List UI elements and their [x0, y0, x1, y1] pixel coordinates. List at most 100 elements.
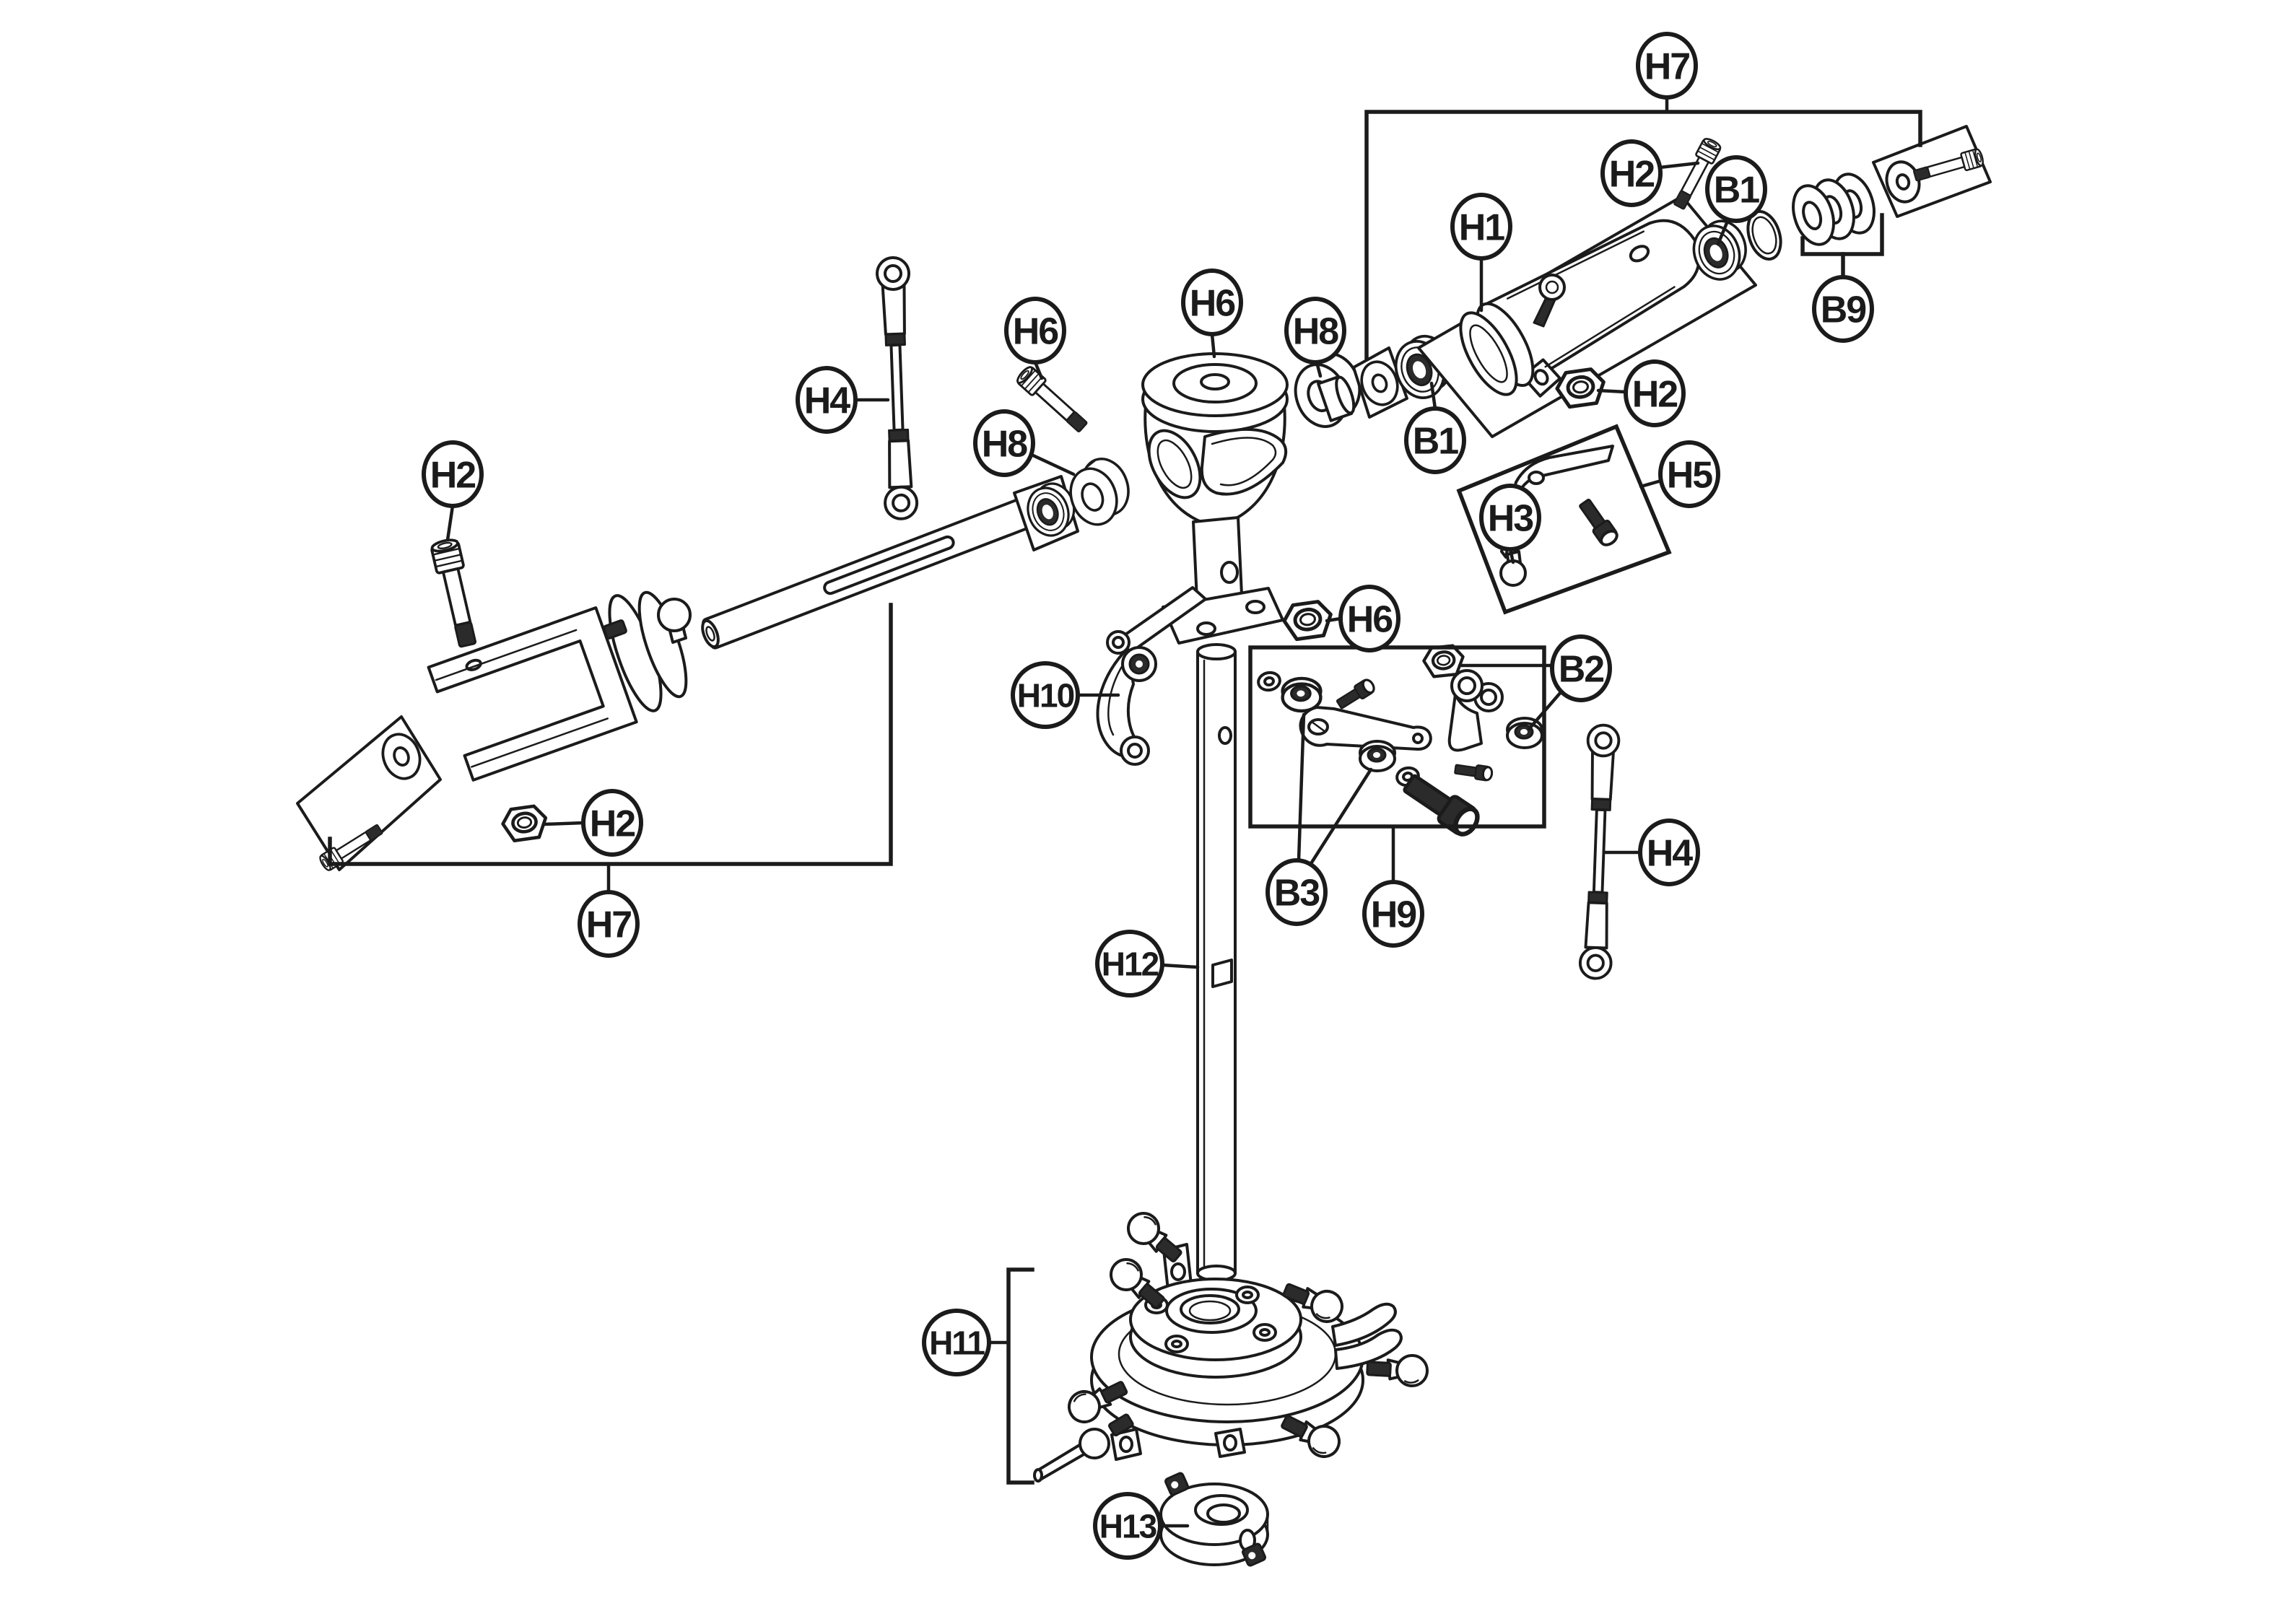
leader-line — [1716, 217, 1730, 246]
lower-left-hardware-plate — [296, 715, 442, 873]
mid-washer-plate — [1352, 346, 1408, 419]
leader-line — [1315, 360, 1323, 378]
callout-b1-top-right: B1 — [1705, 155, 1767, 246]
left-bearing-plate — [1013, 475, 1083, 551]
callout-h3: H3 — [1479, 484, 1541, 564]
swashplate-ball-studs — [1033, 1205, 1428, 1483]
callout-bubble — [1095, 930, 1164, 997]
h7-top-bracket — [1364, 110, 1922, 361]
callout-b9: B9 — [1812, 275, 1874, 343]
bellcrank-link — [1447, 669, 1504, 752]
fork-ball-stud — [657, 598, 692, 632]
callout-bubble — [1636, 32, 1698, 100]
callout-label: H8 — [982, 424, 1028, 466]
b2-bearing — [1506, 717, 1543, 749]
bracket-lines — [328, 110, 1922, 1485]
left-spindle-assembly — [296, 450, 1139, 873]
callout-bubble — [1450, 193, 1512, 261]
callout-label: B1 — [1714, 170, 1760, 211]
callout-label: H8 — [1293, 311, 1339, 353]
callout-h6-mid: H6 — [1325, 585, 1400, 652]
callout-bubble — [1093, 1492, 1162, 1560]
callout-label: H4 — [1647, 833, 1694, 875]
servo-lever — [1299, 706, 1432, 751]
leader-line — [1297, 712, 1306, 863]
long-bolt — [1400, 770, 1482, 839]
callout-label: H11 — [929, 1324, 985, 1362]
leader-line — [542, 821, 585, 826]
callout-h9: H9 — [1362, 826, 1424, 948]
callout-bubble — [1600, 139, 1663, 207]
callout-bubble — [1362, 880, 1424, 948]
h11-bracket — [1006, 1267, 1034, 1485]
callout-bubble — [1265, 858, 1328, 926]
callout-bubble — [1338, 585, 1400, 652]
feathering-shaft — [701, 498, 1031, 650]
callout-bubble — [1004, 297, 1066, 364]
b3-bearing-lower — [1359, 740, 1396, 772]
group-boxes — [1248, 424, 1672, 829]
callout-h7-bottom-left: H7 — [578, 863, 640, 958]
callout-h10: H10 — [1011, 661, 1120, 729]
callout-label: B3 — [1274, 873, 1320, 914]
follower-arm-upper — [1331, 1302, 1397, 1347]
spindle-tip — [1317, 375, 1356, 422]
callout-bubble — [1812, 275, 1874, 343]
leader-line — [1325, 616, 1343, 623]
callout-label: B2 — [1559, 649, 1604, 691]
h9-hardware-group — [1255, 645, 1543, 839]
fork-set-screw — [603, 619, 627, 639]
leader-line — [1160, 963, 1200, 969]
shim-ring — [1746, 210, 1782, 261]
callout-b2: B2 — [1458, 634, 1612, 731]
callout-label: H5 — [1667, 455, 1713, 497]
leader-line — [1033, 360, 1044, 380]
callout-bubble — [1404, 406, 1466, 474]
callout-h6-left: H6 — [1004, 297, 1066, 380]
callout-label: H2 — [430, 455, 476, 497]
callout-h1: H1 — [1450, 193, 1512, 313]
callout-label: H6 — [1347, 599, 1393, 641]
h3-ball-end — [1499, 559, 1527, 587]
callout-bubble — [796, 366, 858, 434]
callout-label: H12 — [1102, 946, 1159, 983]
blade-grip-assembly — [1317, 125, 1992, 438]
callout-bubble — [1181, 269, 1243, 336]
callout-h2-left: H2 — [422, 440, 484, 542]
leader-line — [1429, 381, 1437, 411]
callout-h11: H11 — [922, 1309, 1010, 1376]
callout-label: H3 — [1488, 498, 1534, 540]
callout-h2-right: H2 — [1596, 359, 1686, 427]
callout-bubble — [1638, 818, 1700, 886]
fork-yoke — [427, 590, 692, 782]
leader-line — [1029, 453, 1076, 476]
callout-h5: H5 — [1639, 440, 1720, 508]
rotor-hub — [1141, 352, 1289, 645]
callout-label: H6 — [1013, 311, 1059, 353]
callout-bubble — [1705, 155, 1767, 223]
callout-h4-left: H4 — [796, 366, 890, 434]
callout-bubble — [1550, 634, 1612, 702]
h13-shaft-collar — [1159, 1483, 1269, 1566]
callout-h12: H12 — [1095, 930, 1200, 997]
callout-bubble — [1011, 661, 1080, 729]
callout-label: B1 — [1413, 421, 1459, 463]
leader-line — [1596, 388, 1628, 394]
callout-label: H10 — [1017, 677, 1074, 715]
callout-h8-right: H8 — [1284, 297, 1346, 378]
leader-line — [1527, 689, 1564, 731]
callout-bubble — [422, 440, 484, 508]
leader-line — [1639, 479, 1663, 489]
h9-group-box — [1248, 645, 1546, 829]
leader-line — [1657, 161, 1700, 170]
h2-nut-bottom-left — [501, 805, 548, 842]
callout-label: H7 — [1644, 46, 1690, 88]
callout-b3: B3 — [1265, 712, 1373, 926]
callout-h4-right: H4 — [1603, 818, 1700, 886]
long-ball-pin — [1033, 1413, 1134, 1483]
h5-bolt — [1574, 495, 1622, 550]
callout-label: H2 — [1632, 374, 1678, 416]
callout-bubble — [581, 789, 643, 857]
callout-bubble — [1624, 359, 1686, 427]
